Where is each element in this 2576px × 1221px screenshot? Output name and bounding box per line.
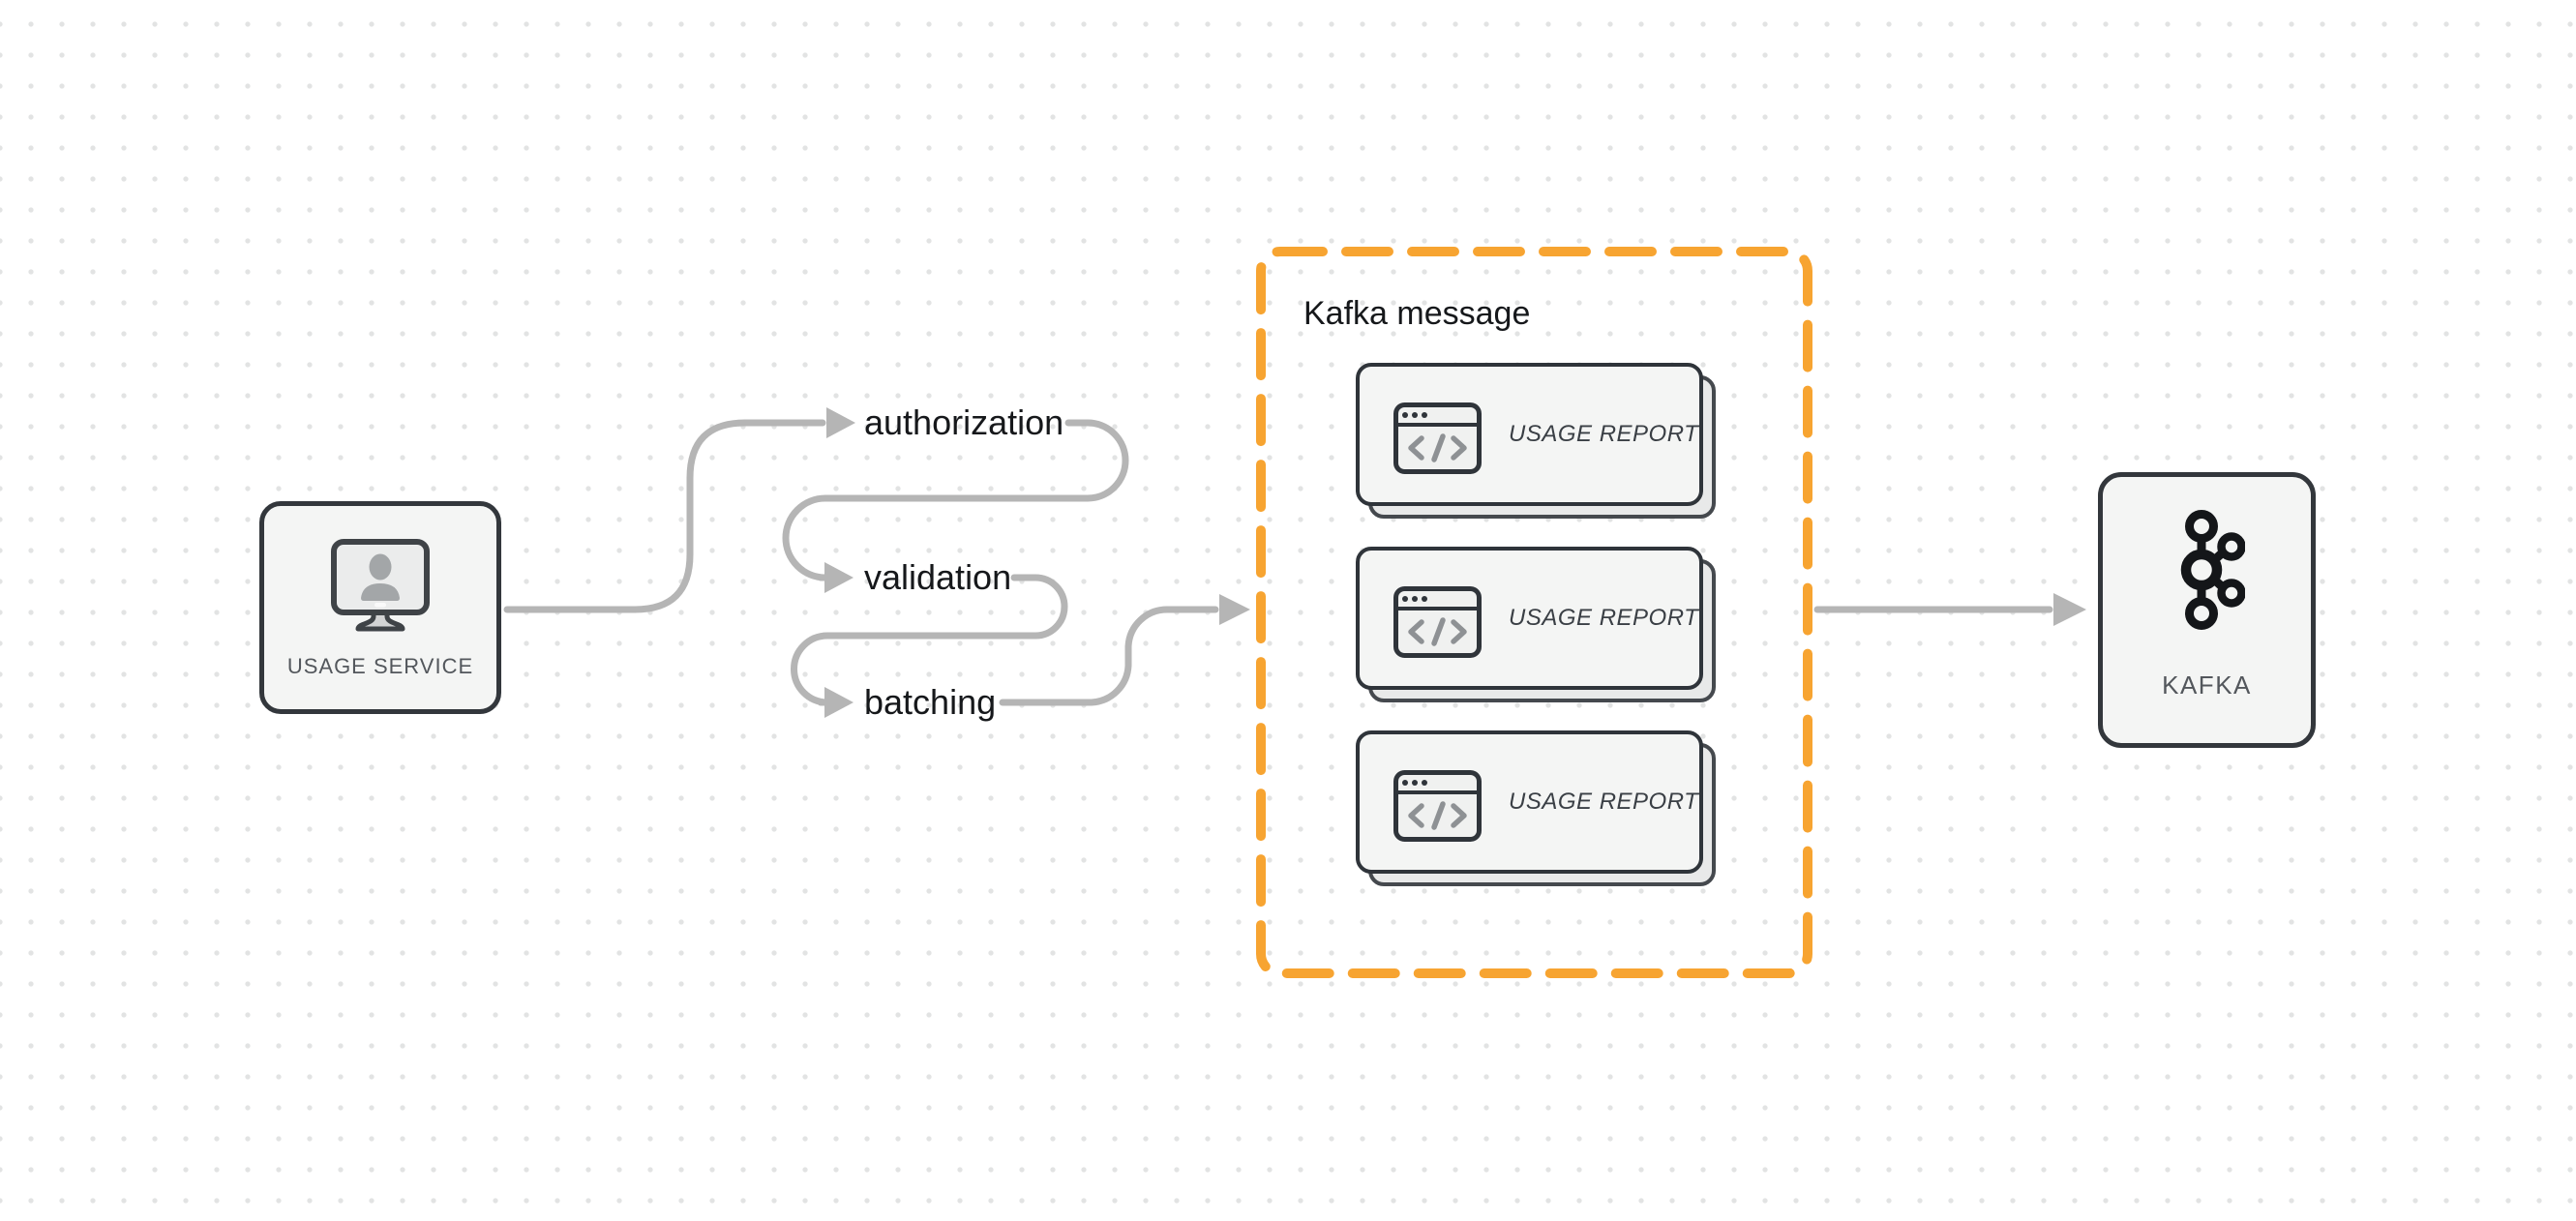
arrowhead-validation (824, 562, 854, 593)
usage-report-label: USAGE REPORT (1509, 789, 1699, 815)
user-monitor-icon (331, 539, 430, 632)
usage-report-label: USAGE REPORT (1509, 605, 1699, 631)
usage-report-card[interactable]: USAGE REPORT (1356, 730, 1716, 886)
code-window-icon (1393, 770, 1482, 842)
usage-service-node[interactable]: USAGE SERVICE (259, 501, 501, 714)
step-label-validation: validation (864, 557, 1012, 597)
kafka-label: KAFKA (2162, 670, 2252, 700)
step-label-authorization: authorization (864, 402, 1064, 442)
usage-report-card[interactable]: USAGE REPORT (1356, 547, 1716, 702)
arrowhead-group (1219, 594, 1250, 625)
arrowhead-authorization (826, 407, 855, 438)
kafka-node[interactable]: KAFKA (2098, 472, 2316, 748)
usage-service-label: USAGE SERVICE (286, 654, 474, 678)
code-window-icon (1393, 402, 1482, 474)
connector-validation-to-batching[interactable] (791, 574, 1068, 706)
kafka-logo-icon (2180, 510, 2245, 630)
usage-report-card[interactable]: USAGE REPORT (1356, 363, 1716, 519)
usage-report-label: USAGE REPORT (1509, 421, 1699, 447)
arrowhead-kafka (2053, 593, 2086, 626)
code-window-icon (1393, 586, 1482, 658)
kafka-message-group-border[interactable] (1256, 247, 1812, 978)
kafka-message-group-title: Kafka message (1303, 295, 1531, 332)
connector-batching-to-group[interactable] (999, 606, 1219, 706)
connector-authorization-to-validation[interactable] (782, 419, 1129, 581)
arrowhead-batching (824, 687, 854, 718)
step-label-batching: batching (864, 682, 997, 722)
connector-usage-to-authorization[interactable] (503, 419, 826, 613)
